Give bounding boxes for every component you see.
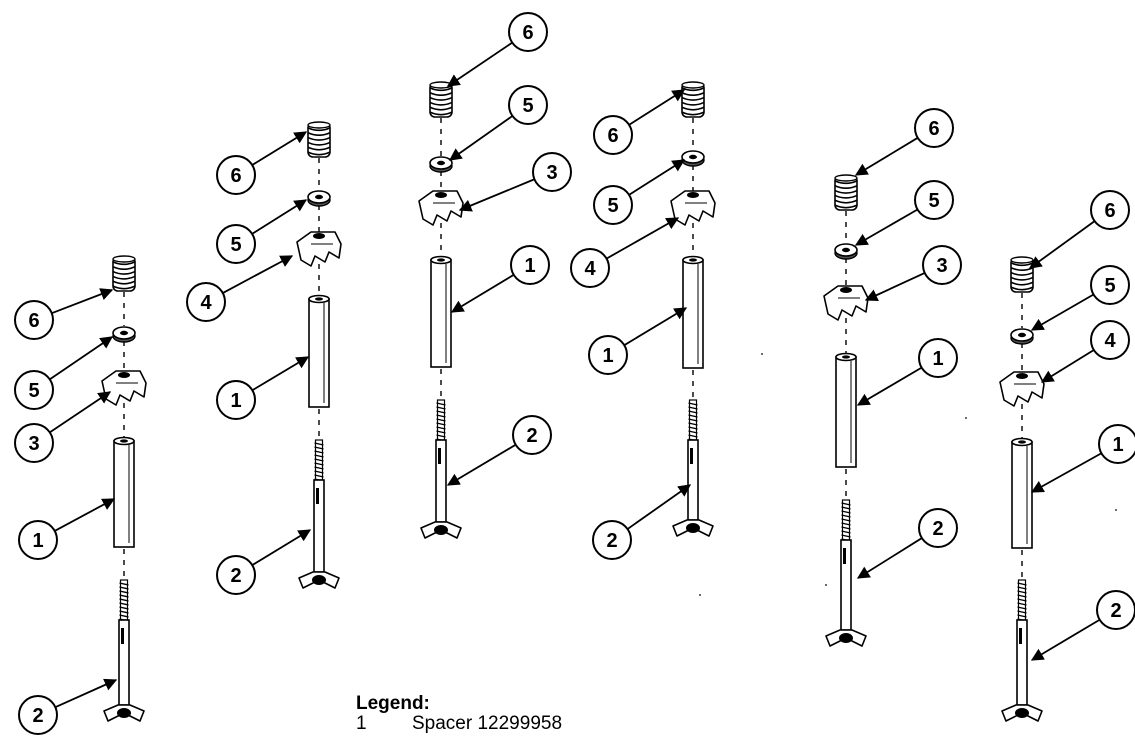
svg-text:3: 3 bbox=[546, 162, 557, 184]
svg-text:6: 6 bbox=[607, 125, 618, 147]
speck bbox=[699, 594, 701, 596]
svg-text:5: 5 bbox=[607, 195, 618, 217]
assembly-3 bbox=[418, 81, 464, 539]
callout-1: 1 bbox=[588, 307, 688, 375]
callout-6: 6 bbox=[1028, 190, 1130, 269]
callout-2: 2 bbox=[446, 415, 552, 486]
svg-text:5: 5 bbox=[1104, 275, 1115, 297]
legend-item-number: 1 bbox=[356, 713, 367, 734]
svg-text:2: 2 bbox=[526, 425, 537, 447]
callout-2: 2 bbox=[856, 508, 958, 579]
callout-6: 6 bbox=[854, 108, 954, 176]
assembly-5 bbox=[823, 174, 869, 647]
callout-4: 4 bbox=[570, 217, 680, 288]
callout-6: 6 bbox=[216, 131, 308, 195]
callout-5: 5 bbox=[593, 159, 686, 225]
callout-2: 2 bbox=[18, 678, 118, 735]
callout-5: 5 bbox=[216, 199, 308, 264]
callout-6: 6 bbox=[14, 288, 114, 340]
svg-text:1: 1 bbox=[524, 255, 535, 277]
svg-text:1: 1 bbox=[230, 390, 241, 412]
svg-text:2: 2 bbox=[932, 518, 943, 540]
legend-item-label: Spacer 12299958 bbox=[412, 713, 563, 734]
speck bbox=[825, 584, 827, 586]
callout-1: 1 bbox=[1030, 424, 1135, 493]
callout-1: 1 bbox=[450, 245, 550, 313]
assembly-1 bbox=[101, 255, 147, 722]
svg-text:2: 2 bbox=[606, 530, 617, 552]
svg-text:5: 5 bbox=[522, 95, 533, 117]
speck bbox=[965, 417, 967, 419]
callout-1: 1 bbox=[18, 498, 116, 560]
callout-1: 1 bbox=[216, 356, 310, 420]
svg-text:1: 1 bbox=[932, 348, 943, 370]
svg-text:5: 5 bbox=[28, 380, 39, 402]
callout-2: 2 bbox=[1030, 590, 1135, 661]
callout-2: 2 bbox=[216, 529, 312, 595]
svg-text:6: 6 bbox=[28, 310, 39, 332]
svg-text:1: 1 bbox=[1112, 434, 1123, 456]
callout-4: 4 bbox=[1040, 320, 1130, 383]
callout-3: 3 bbox=[14, 391, 112, 463]
svg-text:6: 6 bbox=[230, 165, 241, 187]
svg-text:2: 2 bbox=[32, 705, 43, 727]
svg-text:4: 4 bbox=[1104, 330, 1116, 352]
callout-4: 4 bbox=[186, 255, 294, 322]
callout-3: 3 bbox=[458, 152, 572, 212]
svg-text:3: 3 bbox=[936, 255, 947, 277]
assembly-2 bbox=[296, 121, 342, 589]
assembly-6 bbox=[999, 256, 1045, 722]
svg-text:6: 6 bbox=[1104, 200, 1115, 222]
svg-text:1: 1 bbox=[32, 530, 43, 552]
callout-6: 6 bbox=[446, 12, 548, 87]
callout-5: 5 bbox=[14, 336, 114, 410]
svg-text:3: 3 bbox=[28, 433, 39, 455]
callout-5: 5 bbox=[448, 85, 548, 161]
legend-item: 1 Spacer 12299958 bbox=[356, 714, 562, 734]
callout-5: 5 bbox=[854, 180, 954, 246]
svg-text:2: 2 bbox=[230, 565, 241, 587]
svg-text:5: 5 bbox=[928, 190, 939, 212]
callout-3: 3 bbox=[864, 245, 962, 301]
callout-6: 6 bbox=[593, 89, 686, 155]
svg-text:2: 2 bbox=[1110, 600, 1121, 622]
callout-1: 1 bbox=[856, 338, 958, 406]
speck bbox=[1115, 509, 1117, 511]
svg-text:4: 4 bbox=[584, 258, 596, 280]
speck bbox=[761, 353, 763, 355]
callout-5: 5 bbox=[1030, 265, 1130, 331]
svg-text:6: 6 bbox=[522, 22, 533, 44]
svg-text:5: 5 bbox=[230, 234, 241, 256]
svg-text:1: 1 bbox=[602, 345, 613, 367]
svg-text:4: 4 bbox=[200, 292, 212, 314]
svg-text:6: 6 bbox=[928, 118, 939, 140]
legend-title: Legend: bbox=[356, 693, 430, 714]
callout-2: 2 bbox=[592, 484, 692, 560]
legend: Legend: 1 Spacer 12299958 bbox=[356, 694, 562, 734]
assembly-4 bbox=[670, 81, 716, 537]
